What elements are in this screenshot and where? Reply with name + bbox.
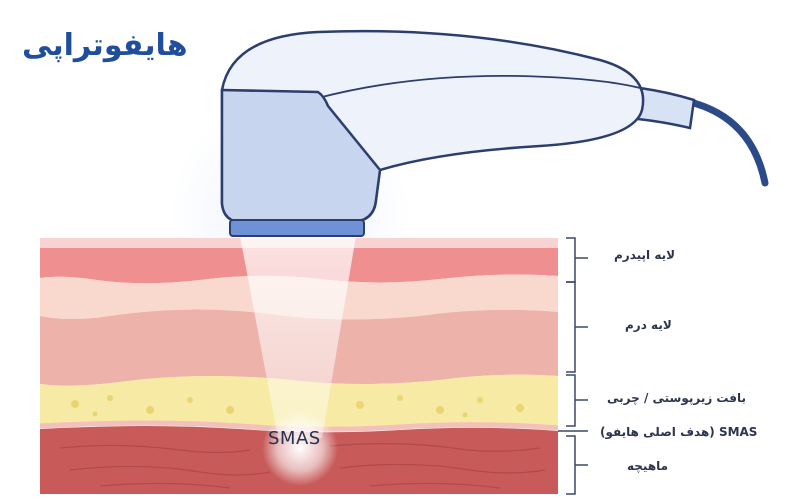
fat-cells <box>71 395 524 418</box>
label-smas: SMAS (هدف اصلی هایفو) <box>600 425 758 439</box>
label-epidermis: لایه اپیدرم <box>614 248 676 262</box>
label-muscle: ماهیچه <box>627 459 669 473</box>
hifu-handpiece-icon <box>220 29 769 237</box>
device-tip <box>229 219 365 237</box>
label-fat: بافت زیرپوستی / چربی <box>607 391 746 405</box>
ultrasound-beam-icon <box>240 236 356 438</box>
device-cable <box>686 98 769 187</box>
cable-connector <box>636 86 696 130</box>
device-head <box>220 88 382 224</box>
page-title: هایفوتراپی <box>22 28 188 63</box>
device-crease <box>317 74 641 99</box>
muscle-fibers <box>59 443 546 489</box>
smas-focus-label: SMAS <box>268 428 321 449</box>
layer-brackets <box>558 237 588 495</box>
label-dermis: لایه درم <box>625 318 672 332</box>
focus-glow-icon <box>262 410 338 486</box>
